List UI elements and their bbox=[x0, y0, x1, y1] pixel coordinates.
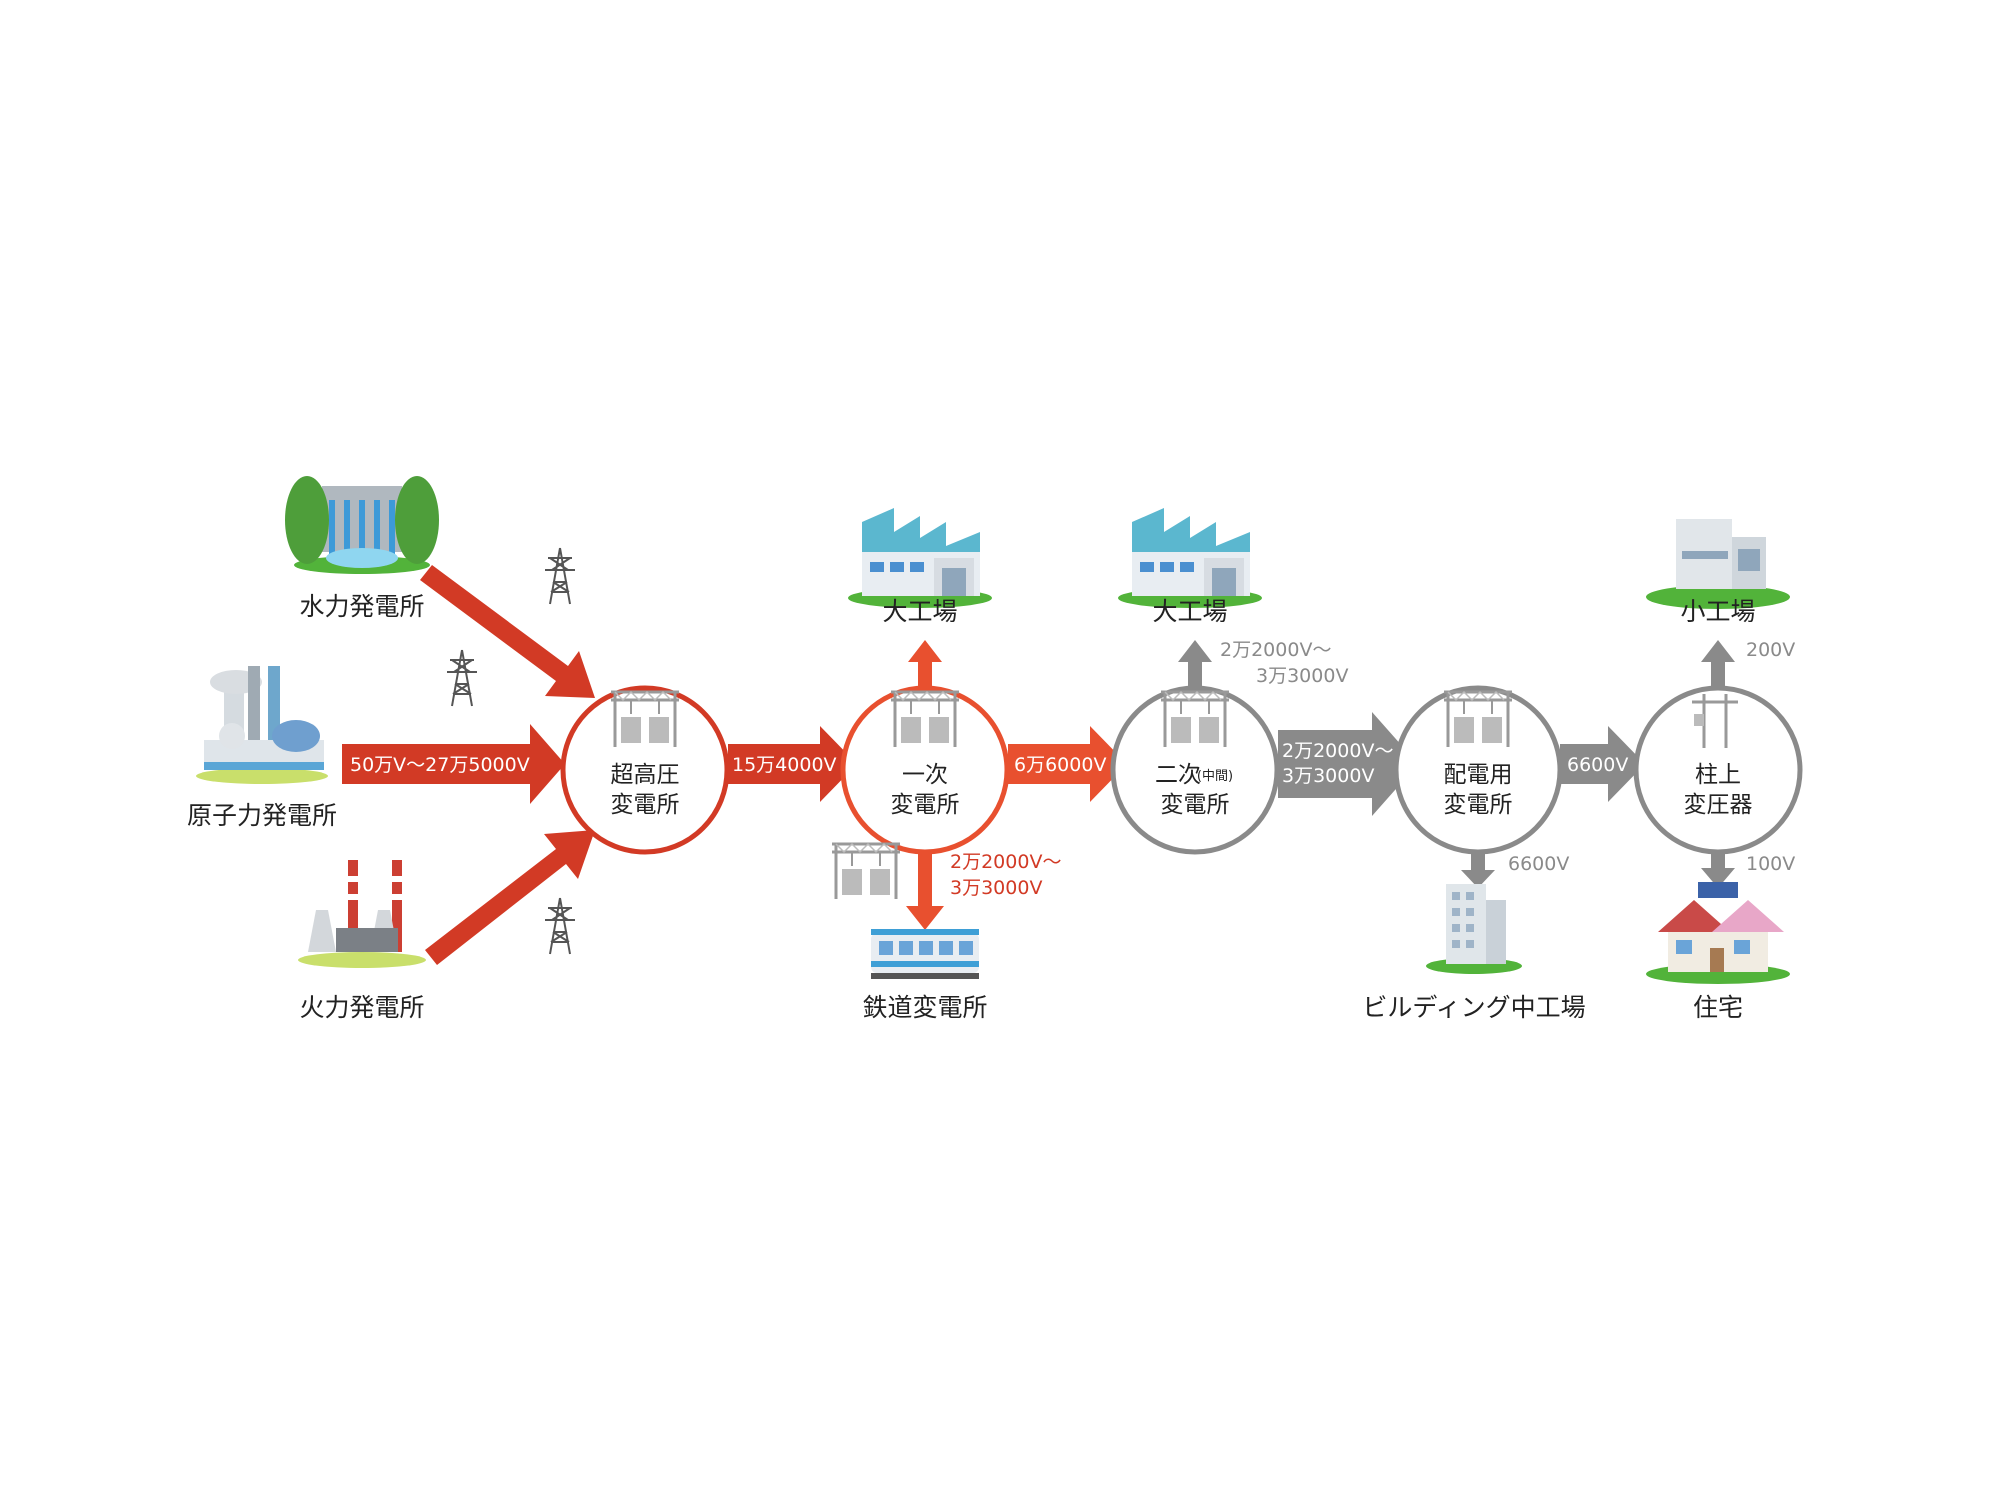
voltage-ultra-to-primary: 15万4000V bbox=[732, 754, 837, 776]
pole-label-2: 変圧器 bbox=[1684, 792, 1753, 818]
nuclear-plant-icon bbox=[196, 666, 328, 784]
small-factory-icon bbox=[1646, 519, 1790, 609]
pylon-icon bbox=[544, 547, 576, 605]
voltage-secondary-to-distribution-1: 2万2000V〜 bbox=[1282, 740, 1393, 762]
train-icon bbox=[871, 929, 979, 979]
utility-pole-icon bbox=[1692, 694, 1738, 748]
voltage-secondary-to-distribution-2: 3万3000V bbox=[1282, 765, 1374, 787]
distribution-substation: 配電用 変電所 bbox=[1393, 685, 1563, 855]
voltage-pole-to-house: 100V bbox=[1746, 853, 1795, 875]
hydro-plant-label: 水力発電所 bbox=[299, 592, 424, 621]
primary-label-1: 一次 bbox=[902, 762, 948, 788]
house-icon bbox=[1646, 882, 1790, 984]
voltage-primary-to-railway-2: 3万3000V bbox=[950, 877, 1042, 899]
voltage-primary-to-secondary: 6万6000V bbox=[1014, 754, 1106, 776]
distribution-label-2: 変電所 bbox=[1444, 792, 1513, 818]
voltage-secondary-to-factory-1: 2万2000V〜 bbox=[1220, 639, 1331, 661]
arrow-nuclear bbox=[342, 724, 565, 804]
voltage-primary-to-railway-1: 2万2000V〜 bbox=[950, 851, 1061, 873]
arrow-primary-to-railway bbox=[906, 852, 944, 930]
railway-label: 鉄道変電所 bbox=[862, 993, 987, 1022]
ultra-high-label-2: 変電所 bbox=[611, 792, 680, 818]
arrow-secondary-to-distribution bbox=[1278, 712, 1418, 816]
pylon-icon bbox=[446, 649, 478, 707]
pylon-icon bbox=[544, 897, 576, 955]
secondary-label-note: (中間) bbox=[1197, 769, 1233, 784]
arrow-ultra-to-primary bbox=[728, 726, 857, 802]
hydro-plant-icon bbox=[285, 476, 439, 574]
voltage-secondary-to-factory-2: 3万3000V bbox=[1256, 665, 1348, 687]
arrow-pole-to-small-factory bbox=[1701, 640, 1735, 688]
arrow-distribution-to-pole bbox=[1560, 726, 1645, 802]
thermal-plant-icon bbox=[298, 860, 426, 968]
large-factory-2-label: 大工場 bbox=[1152, 597, 1227, 626]
secondary-substation: 二次 (中間) 変電所 bbox=[1110, 685, 1280, 855]
primary-label-2: 変電所 bbox=[891, 792, 960, 818]
house-label: 住宅 bbox=[1693, 993, 1743, 1022]
voltage-distribution-to-pole: 6600V bbox=[1567, 754, 1628, 776]
arrow-thermal bbox=[425, 830, 595, 965]
pole-transformer: 柱上 変圧器 bbox=[1633, 685, 1803, 855]
voltage-distribution-to-building: 6600V bbox=[1508, 853, 1569, 875]
ultra-high-label-1: 超高圧 bbox=[611, 762, 680, 788]
secondary-label-2: 変電所 bbox=[1161, 792, 1230, 818]
distribution-label-1: 配電用 bbox=[1444, 762, 1513, 788]
voltage-source-to-ultra: 50万V〜27万5000V bbox=[350, 754, 530, 776]
thermal-plant-label: 火力発電所 bbox=[299, 993, 424, 1022]
arrow-secondary-to-factory bbox=[1178, 640, 1212, 688]
secondary-label-1: 二次 bbox=[1155, 762, 1201, 788]
pole-label-1: 柱上 bbox=[1695, 762, 1741, 788]
nuclear-plant-label: 原子力発電所 bbox=[187, 801, 337, 830]
building-icon bbox=[1426, 884, 1522, 974]
factory-icon bbox=[1118, 508, 1262, 608]
primary-substation: 一次 変電所 bbox=[840, 685, 1010, 855]
ultra-high-substation: 超高圧 変電所 bbox=[560, 685, 730, 855]
arrow-primary-to-factory bbox=[908, 640, 942, 688]
large-factory-1-label: 大工場 bbox=[882, 597, 957, 626]
arrow-distribution-to-building bbox=[1461, 852, 1495, 888]
building-label: ビルディング中工場 bbox=[1362, 993, 1585, 1022]
arrow-primary-to-secondary bbox=[1008, 726, 1127, 802]
small-factory-label: 小工場 bbox=[1680, 597, 1755, 626]
factory-icon bbox=[848, 508, 992, 608]
transformer-icon bbox=[830, 842, 902, 901]
arrow-hydro bbox=[420, 565, 595, 698]
arrow-pole-to-house bbox=[1701, 852, 1735, 888]
voltage-pole-to-small-factory: 200V bbox=[1746, 639, 1795, 661]
